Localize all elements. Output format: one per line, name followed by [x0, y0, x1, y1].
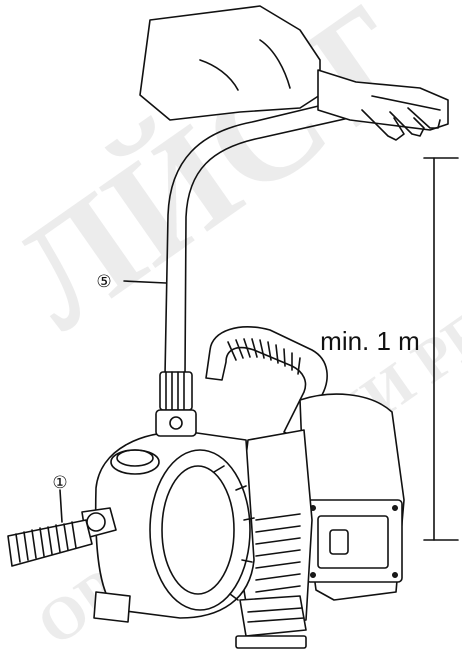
rear-foot: [235, 635, 307, 649]
pump-front-cover: [149, 449, 251, 611]
height-dimension-label: min. 1 m: [320, 326, 420, 356]
frame-ribs: [255, 513, 301, 593]
callout-number-5: ⑤: [96, 272, 111, 291]
outlet-connector: [159, 371, 193, 411]
garden-pump: [81, 326, 405, 649]
handle-grip-ribs: [227, 338, 301, 375]
height-dimension: [423, 157, 459, 541]
callout-leaders: [59, 280, 167, 523]
power-switch-icon: [329, 529, 349, 555]
front-foot: [93, 591, 131, 623]
hand-holding-hose: [139, 5, 449, 141]
pressure-hose: [164, 95, 361, 376]
suction-hose: [7, 519, 93, 567]
callout-number-1: ①: [52, 473, 67, 492]
